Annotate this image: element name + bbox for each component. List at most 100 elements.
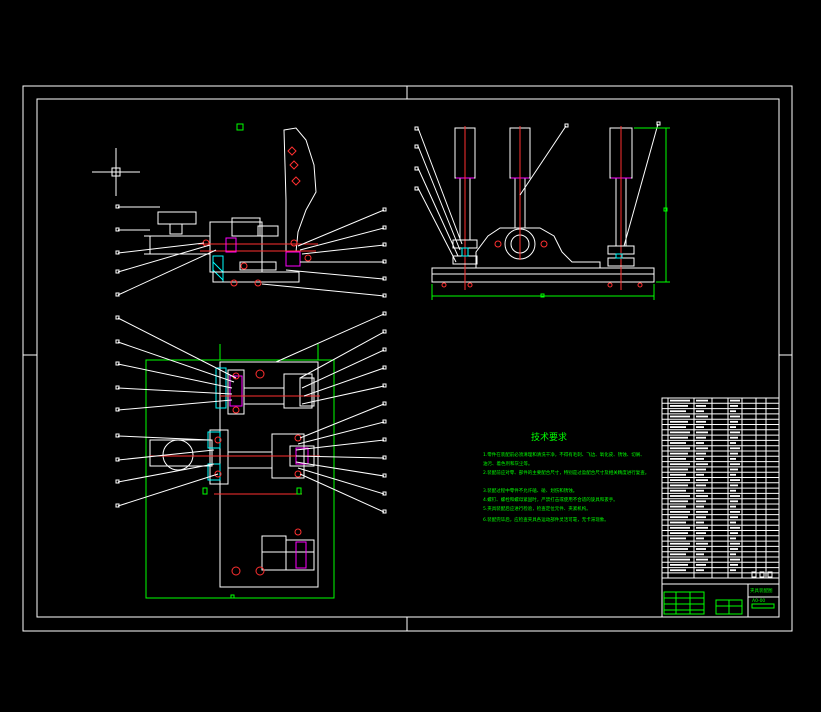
parts-row-text: [696, 436, 706, 439]
parts-row-text: [670, 542, 690, 545]
parts-row-text: [670, 495, 690, 497]
parts-row-text: [730, 458, 736, 460]
parts-row-text: [670, 420, 688, 423]
parts-row-text: [670, 473, 686, 476]
parts-row-text: [730, 558, 740, 561]
parts-row-text: [670, 479, 690, 481]
parts-row-text: [730, 500, 738, 503]
parts-row-text: [696, 405, 706, 407]
parts-row-text: [670, 415, 690, 418]
parts-row-text: [670, 426, 686, 428]
tech-req-line-3: 2.装配前应对零、部件的主要配合尺寸，特别是过盈配合尺寸及相关精度进行复查。: [483, 469, 649, 476]
parts-row-text: [696, 569, 704, 572]
parts-row-text: [730, 420, 738, 423]
parts-row-text: [696, 542, 708, 545]
parts-row-text: [696, 479, 708, 481]
inner-frame: [36, 98, 780, 618]
parts-row-text: [730, 399, 740, 402]
parts-row-text: [670, 463, 690, 466]
parts-row-text: [730, 495, 740, 497]
tech-req-line-4: 3.装配过程中零件不允许磕、碰、划伤和锈蚀。: [483, 487, 577, 494]
parts-row-text: [670, 468, 688, 471]
parts-row-text: [696, 537, 704, 540]
crosshair-cursor: [92, 148, 140, 196]
parts-row-text: [696, 521, 704, 524]
parts-row-text: [696, 500, 706, 503]
tech-req-line-5: 4.螺钉、螺栓和螺母紧固时，严禁打击或使用不合适的旋具和扳手。: [483, 496, 618, 503]
parts-row-text: [670, 558, 690, 561]
tech-requirements: 技术要求 1.零件在装配前必须清理和清洗干净，不得有毛刺、飞边、氧化皮、锈蚀、切…: [483, 431, 649, 523]
parts-row-text: [696, 473, 704, 476]
front-view: [115, 127, 387, 298]
parts-row-text: [670, 526, 690, 529]
parts-row-text: [730, 564, 738, 566]
parts-row-text: [696, 558, 708, 561]
parts-row-text: [730, 548, 738, 550]
parts-row-text: [730, 447, 740, 450]
parts-row-text: [670, 532, 688, 534]
parts-row-text: [696, 553, 704, 556]
parts-row-text: [670, 436, 688, 439]
parts-row-text: [696, 463, 708, 466]
parts-row-text: [670, 458, 686, 460]
parts-row-text: [730, 516, 738, 519]
parts-row-text: [670, 521, 686, 524]
parts-row-text: [696, 426, 704, 428]
top-view: [115, 311, 387, 599]
parts-row-text: [670, 405, 688, 407]
parts-row-text: [730, 532, 738, 534]
parts-row-text: [696, 484, 706, 487]
parts-row-text: [696, 532, 706, 534]
title-block: 夹具装配图 A0-00: [661, 571, 780, 618]
tech-requirements-title: 技术要求: [531, 431, 567, 443]
parts-row-text: [696, 447, 708, 450]
parts-row-text: [696, 442, 704, 444]
parts-row-text: [696, 452, 706, 455]
parts-row-text: [696, 516, 706, 519]
side-view: [414, 121, 670, 300]
parts-row-text: [730, 426, 736, 428]
parts-row-text: [730, 553, 736, 556]
parts-row-text: [730, 468, 738, 471]
parts-row-text: [670, 553, 686, 556]
parts-row-text: [730, 521, 736, 524]
centering-marks: [23, 86, 792, 631]
parts-row-text: [730, 410, 736, 413]
drawing-name: 夹具装配图: [750, 587, 773, 594]
parts-row-text: [670, 410, 686, 413]
parts-row-text: [670, 537, 686, 540]
parts-row-text: [696, 564, 706, 566]
parts-row-text: [696, 468, 706, 471]
parts-row-text: [696, 410, 704, 413]
parts-row-text: [670, 511, 690, 513]
parts-row-text: [670, 516, 688, 519]
tech-req-line-7: 6.装配完毕后，应检查夹具各运动部件灵活可靠，无卡滞现象。: [483, 516, 609, 523]
parts-row-text: [696, 548, 706, 550]
parts-row-text: [730, 442, 736, 444]
parts-row-text: [730, 542, 740, 545]
parts-row-text: [696, 399, 708, 402]
parts-row-text: [670, 452, 688, 455]
parts-row-text: [670, 500, 688, 503]
parts-row-text: [670, 505, 686, 508]
parts-row-text: [730, 452, 738, 455]
parts-row-text: [730, 484, 738, 487]
parts-row-text: [670, 569, 686, 572]
parts-row-text: [696, 458, 704, 460]
parts-row-text: [730, 505, 736, 508]
snap-marker: [236, 123, 244, 131]
tech-req-line-1: 1.零件在装配前必须清理和清洗干净，不得有毛刺、飞边、氧化皮、锈蚀、切屑、: [483, 451, 645, 458]
parts-row-text: [730, 569, 736, 572]
parts-row-text: [696, 495, 708, 497]
parts-row-text: [730, 479, 740, 481]
parts-row-text: [730, 511, 740, 513]
parts-row-text: [730, 415, 740, 418]
parts-row-text: [730, 436, 738, 439]
tech-req-line-2: 油污、着色剂和灰尘等。: [483, 460, 533, 467]
parts-row-text: [730, 463, 740, 466]
parts-row-text: [696, 489, 704, 492]
parts-row-text: [670, 447, 690, 450]
parts-row-text: [696, 415, 708, 418]
parts-row-text: [696, 511, 708, 513]
